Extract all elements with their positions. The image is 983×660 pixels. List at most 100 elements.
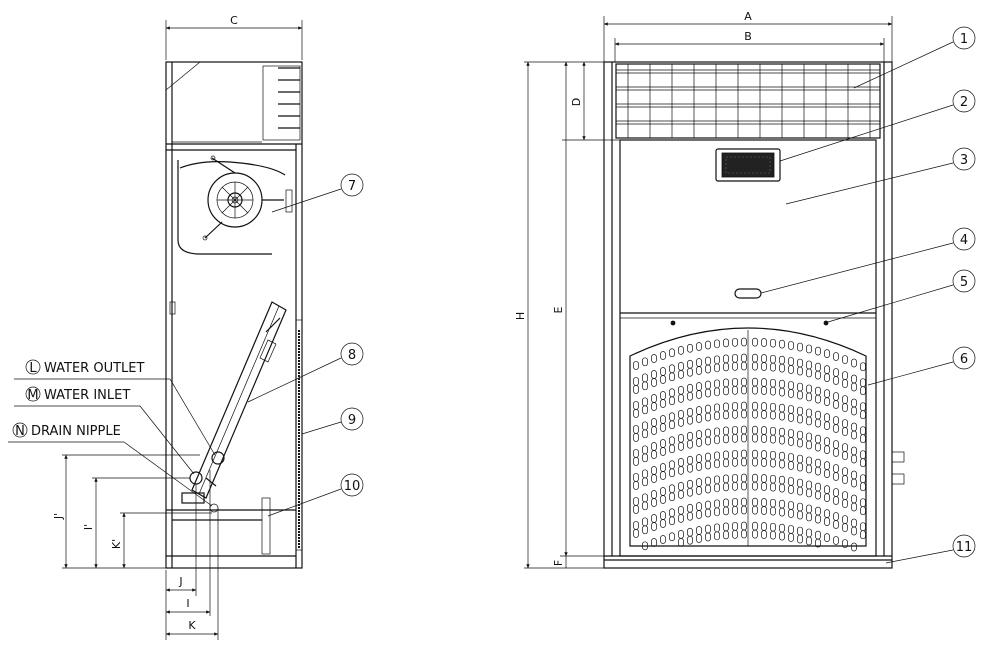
perforation-slot	[687, 511, 693, 521]
perforation-slot	[833, 464, 839, 473]
svg-text:L: L	[29, 361, 37, 376]
perforation-slot	[761, 530, 767, 539]
perforation-slot	[833, 520, 839, 529]
perforation-slot	[842, 395, 848, 404]
coil	[181, 301, 287, 513]
perforation-slot	[714, 435, 720, 445]
perforation-slot	[824, 517, 830, 527]
panel-handle	[734, 288, 762, 299]
perforation-slot	[851, 494, 857, 504]
perforation-slot	[770, 522, 776, 532]
perforation-slot	[788, 405, 794, 414]
perforation-slot	[696, 430, 702, 439]
perforation-slot	[714, 411, 720, 421]
perforation-slot	[669, 348, 675, 358]
dim-label-a: A	[744, 10, 752, 23]
perforation-slot	[770, 386, 776, 396]
perforation-slot	[860, 530, 866, 540]
perforation-slot	[687, 391, 693, 401]
perforation-slot	[815, 514, 821, 524]
perforation-slot	[806, 392, 812, 402]
callout-9: 9	[348, 413, 356, 428]
perforation-slot	[696, 534, 702, 543]
perforation-slot	[642, 525, 648, 535]
perforation-slot	[651, 394, 657, 403]
perforation-slot	[842, 467, 848, 476]
side-horizontal-dims: J I K	[165, 470, 219, 640]
perforation-slot	[732, 497, 738, 507]
perforation-slot	[815, 394, 821, 404]
perforation-slot	[806, 536, 812, 546]
perforation-slot	[633, 481, 639, 490]
perforation-slot	[660, 487, 666, 496]
perforation-slot	[741, 449, 747, 459]
dim-label-i-prime: I'	[82, 524, 95, 530]
perforation-slot	[824, 461, 830, 471]
perforation-slot	[642, 453, 648, 463]
perforation-slot	[752, 481, 758, 491]
perforation-slot	[687, 359, 693, 369]
perforation-slot	[842, 515, 848, 524]
perforation-slot	[660, 471, 666, 480]
perforation-slot	[833, 472, 839, 481]
perforation-slot	[633, 449, 639, 458]
perforation-slot	[761, 354, 767, 363]
perforation-slot	[833, 424, 839, 433]
perforation-slot	[761, 458, 767, 467]
perforation-slot	[714, 451, 720, 461]
perforation-slot	[660, 423, 666, 432]
perforation-slot	[770, 362, 776, 372]
perforation-slot	[732, 425, 738, 435]
perforation-slot	[761, 482, 767, 491]
perforation-slot	[842, 523, 848, 532]
perforation-slot	[687, 343, 693, 353]
perforation-slot	[741, 433, 747, 443]
perforation-slot	[779, 339, 785, 349]
perforation-slot	[806, 416, 812, 426]
perforation-slot	[705, 412, 711, 422]
perforation-slot	[741, 337, 747, 347]
perforation-slot	[788, 501, 794, 510]
perforation-slot	[797, 534, 803, 544]
perforation-slot	[797, 454, 803, 464]
perforation-slot	[660, 367, 666, 376]
perforation-slot	[779, 379, 785, 389]
perforation-slot	[642, 517, 648, 527]
perforation-slot	[851, 526, 857, 536]
perforation-slot	[741, 473, 747, 483]
dim-label-b: B	[744, 30, 752, 43]
svg-text:WATER INLET: WATER INLET	[44, 388, 130, 403]
perforation-slot	[678, 362, 684, 371]
perforation-slot	[678, 538, 684, 547]
perforation-slot	[815, 410, 821, 420]
perforation-slot	[815, 418, 821, 428]
perforation-slot	[723, 506, 729, 516]
perforation-slot	[678, 514, 684, 523]
perforation-slot	[696, 438, 702, 447]
perforation-slot	[797, 430, 803, 440]
perforation-slot	[752, 353, 758, 363]
perforation-slot	[714, 531, 720, 541]
perforation-slot	[824, 365, 830, 375]
perforation-slot	[633, 433, 639, 442]
perforation-slot	[752, 337, 758, 347]
perforation-slot	[761, 498, 767, 507]
perforation-slot	[732, 433, 738, 443]
perforation-slot	[833, 448, 839, 457]
perforation-slot	[788, 341, 794, 350]
perforation-slot	[779, 483, 785, 493]
perforation-slot	[779, 523, 785, 533]
dim-label-j: J	[178, 575, 182, 588]
perforation-slot	[752, 401, 758, 411]
perforation-slot	[806, 456, 812, 466]
perforation-slot	[770, 474, 776, 484]
perforation-slot	[642, 373, 648, 383]
perforation-slot	[797, 502, 803, 512]
perforation-slot	[752, 433, 758, 443]
perforation-slot	[669, 372, 675, 382]
perforation-slot	[642, 397, 648, 407]
perforation-slot	[797, 438, 803, 448]
perforation-slot	[642, 493, 648, 503]
perforation-slot	[642, 477, 648, 487]
perforation-slot	[788, 525, 794, 534]
